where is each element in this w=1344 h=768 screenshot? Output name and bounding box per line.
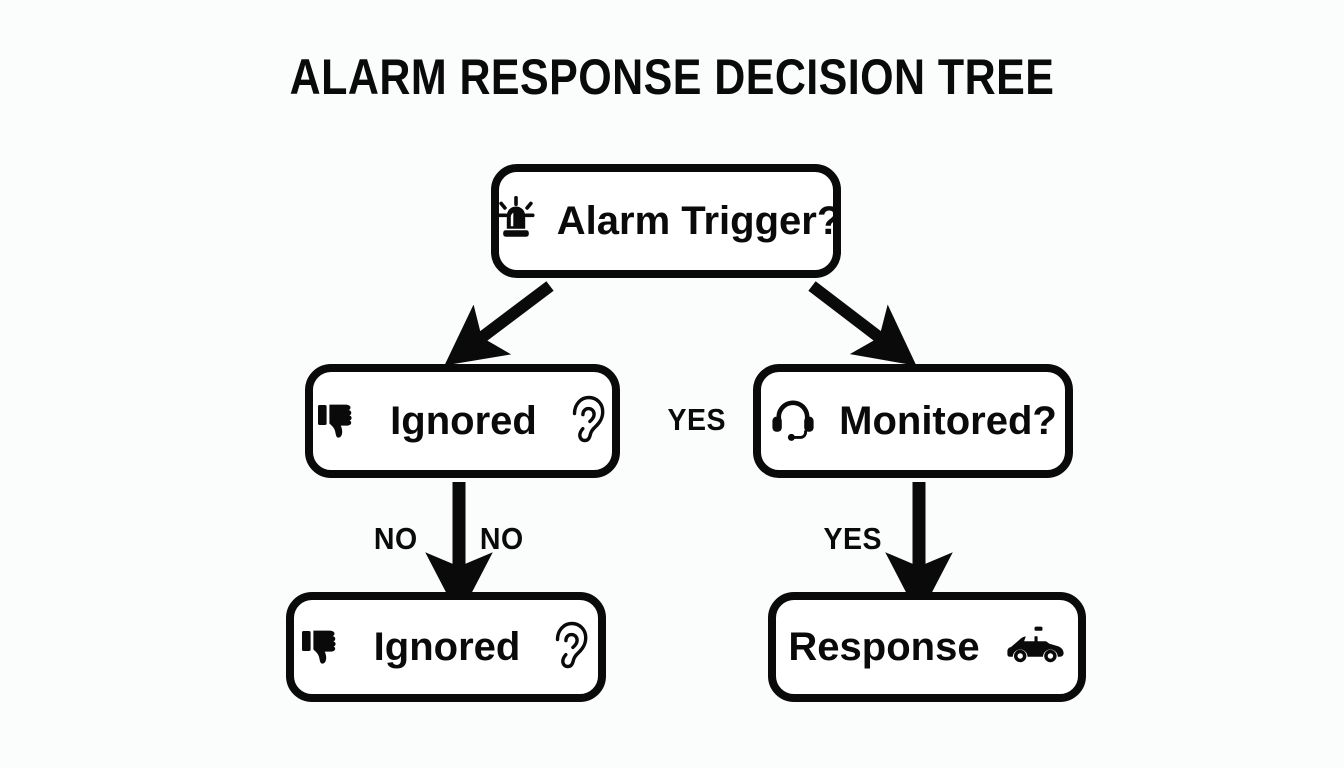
node-response[interactable]: Response xyxy=(768,592,1086,702)
edge-label-yes-branch: YES xyxy=(667,402,726,437)
ear-icon xyxy=(548,620,592,675)
thumbs-down-icon xyxy=(316,396,362,447)
node-ignored-mid[interactable]: Ignored xyxy=(305,364,620,478)
page-title: ALARM RESPONSE DECISION TREE xyxy=(289,49,1055,105)
node-label: Ignored xyxy=(373,625,521,669)
police-car-icon xyxy=(1006,625,1066,670)
headset-icon xyxy=(769,395,817,448)
node-label: Alarm Trigger? xyxy=(556,199,842,243)
node-ignored-leaf[interactable]: Ignored xyxy=(286,592,606,702)
edge-label-no-left: NO xyxy=(373,521,418,556)
node-alarm-trigger[interactable]: Alarm Trigger? xyxy=(491,164,841,278)
edge-label-yes-response: YES xyxy=(823,521,882,556)
node-label: Monitored? xyxy=(839,399,1057,443)
siren-icon xyxy=(491,194,541,249)
node-label: Response xyxy=(788,625,980,669)
node-label: Ignored xyxy=(390,399,537,443)
edge-label-no-right: NO xyxy=(479,521,524,556)
arrow-root-to-monitored xyxy=(808,281,917,366)
ear-icon xyxy=(565,394,609,449)
thumbs-down-icon xyxy=(300,622,346,673)
node-monitored[interactable]: Monitored? xyxy=(753,364,1073,478)
arrow-root-to-ignored xyxy=(444,281,554,366)
